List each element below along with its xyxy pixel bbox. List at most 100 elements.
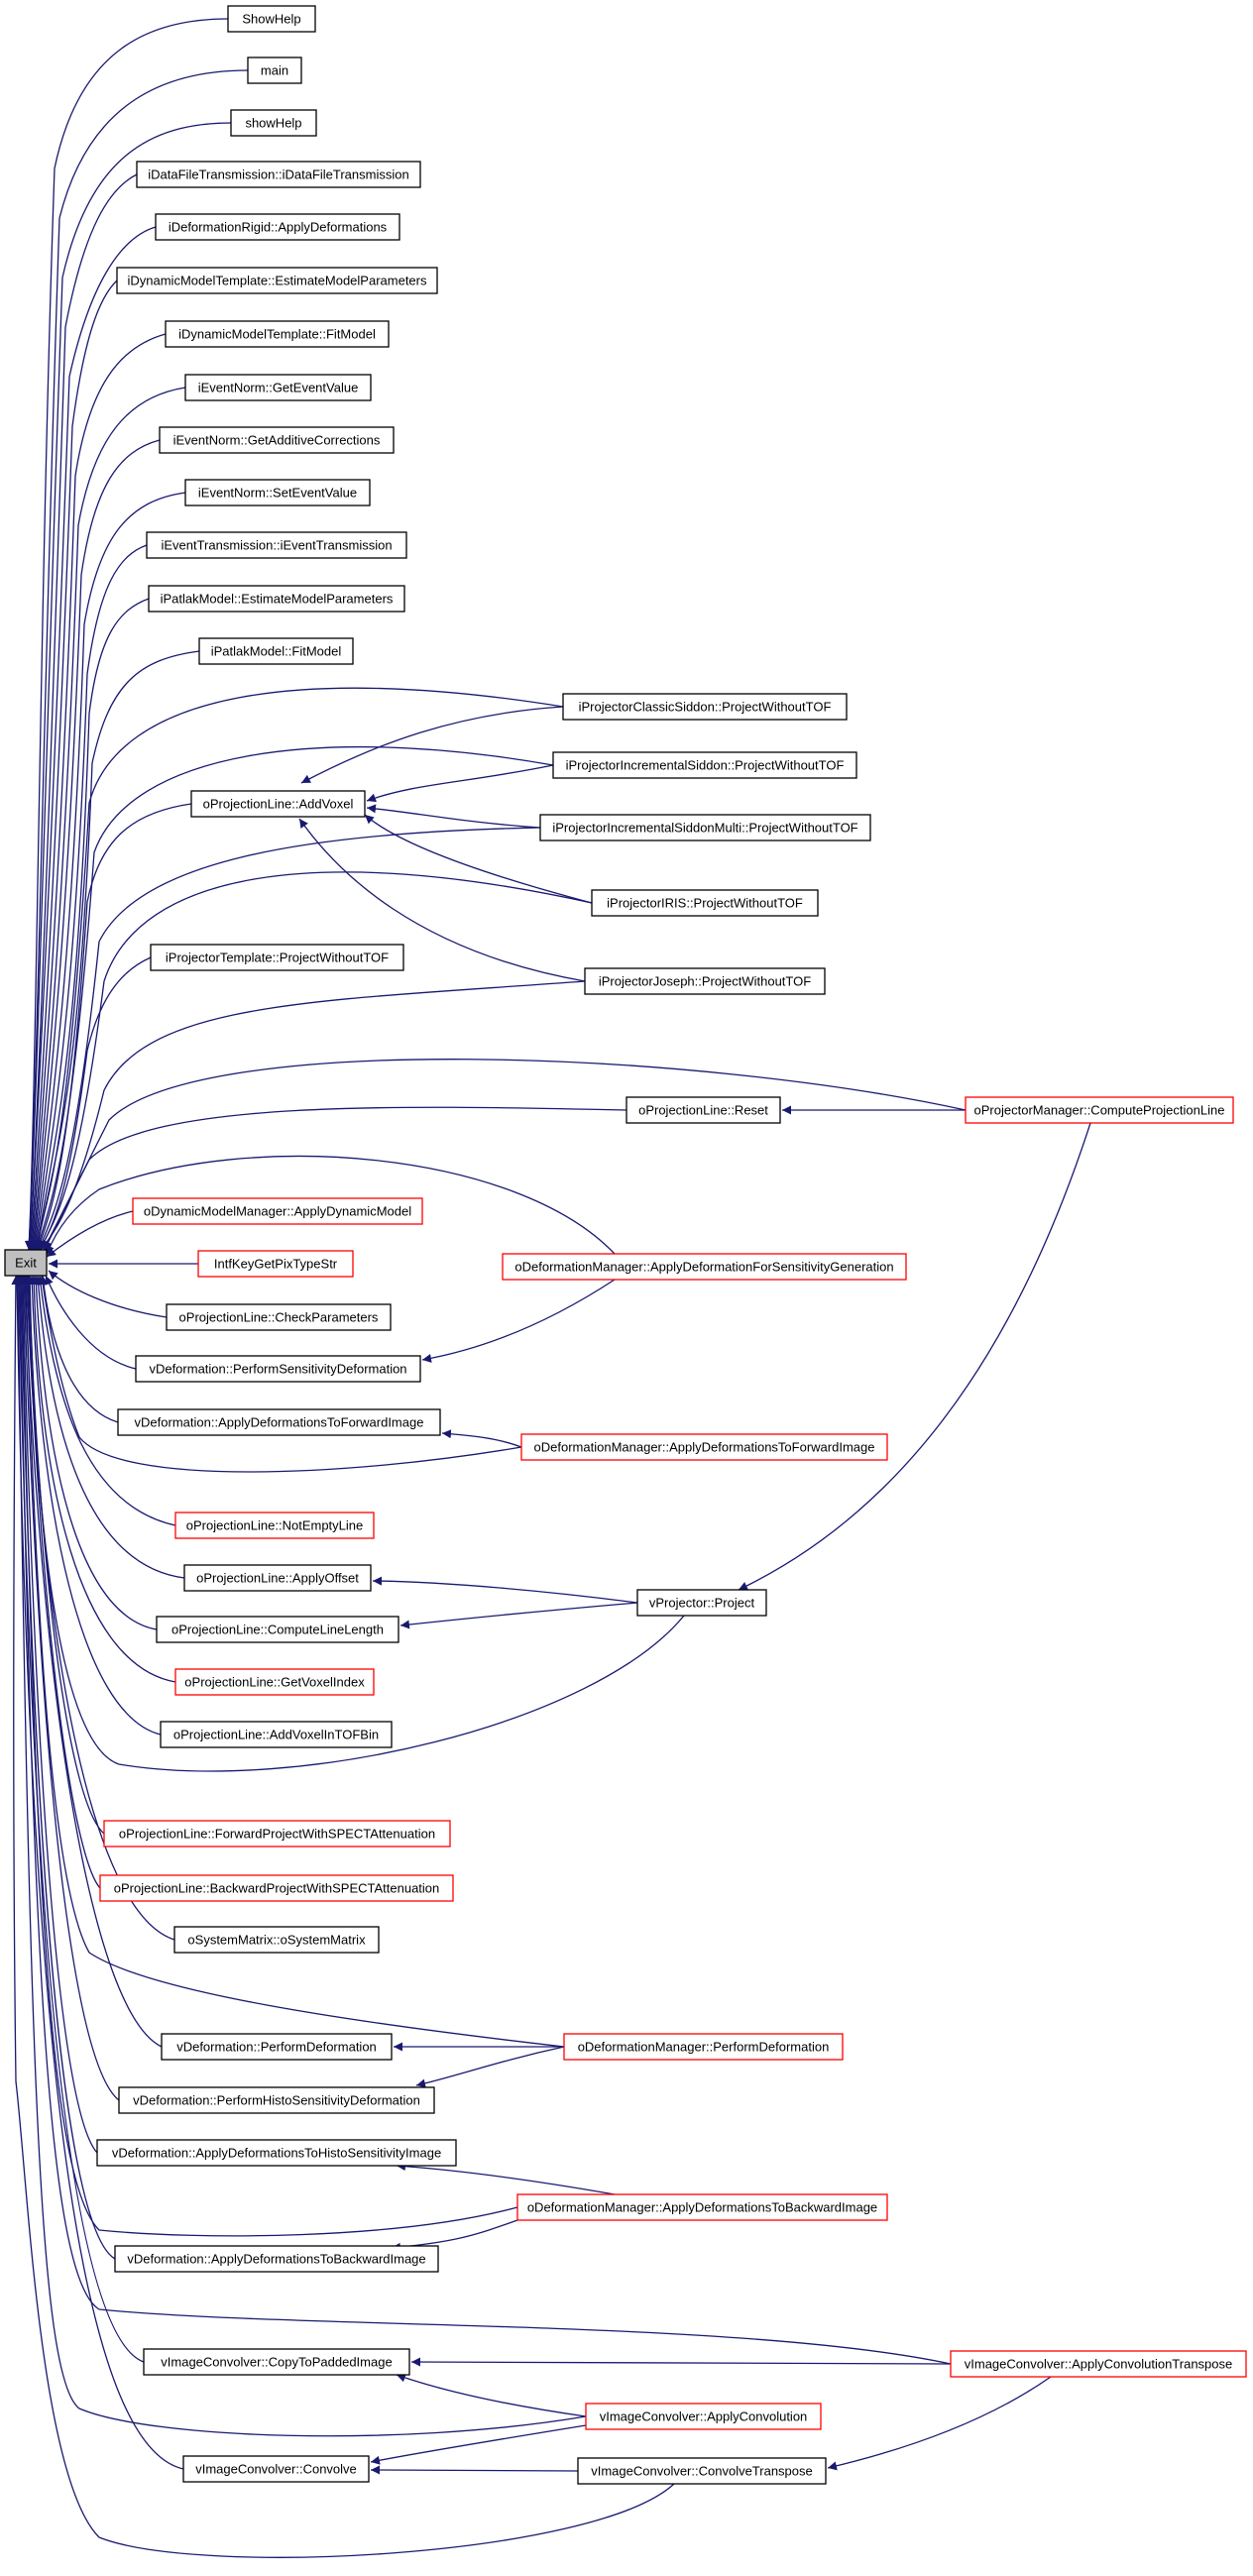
node-box xyxy=(585,2403,822,2430)
edge-n6-to-root xyxy=(27,280,118,1251)
graph-node[interactable]: iDataFileTransmission::iDataFileTransmis… xyxy=(136,161,421,188)
graph-node[interactable]: oSystemMatrix::oSystemMatrix xyxy=(173,1926,380,1954)
edge-n47-to-n48 xyxy=(370,2424,587,2465)
graph-node[interactable]: iProjectorIncrementalSiddonMulti::Projec… xyxy=(539,814,871,841)
graph-node[interactable]: oDeformationManager::ApplyDeformationFor… xyxy=(502,1253,907,1281)
edge-n28-to-root xyxy=(39,1275,119,1423)
graph-node[interactable]: oDeformationManager::ApplyDeformationsTo… xyxy=(516,2193,888,2221)
node-label: iDataFileTransmission::iDataFileTransmis… xyxy=(148,168,408,182)
graph-node[interactable]: IntfKeyGetPixTypeStr xyxy=(197,1250,354,1278)
node-box xyxy=(4,1249,48,1277)
graph-node[interactable]: oProjectionLine::BackwardProjectWithSPEC… xyxy=(99,1874,454,1902)
node-box xyxy=(591,889,819,917)
graph-node[interactable]: iEventNorm::GetEventValue xyxy=(184,374,372,401)
graph-node[interactable]: vProjector::Project xyxy=(636,1589,767,1617)
graph-node[interactable]: ShowHelp xyxy=(227,5,316,33)
node-label: main xyxy=(261,63,288,78)
graph-node[interactable]: vImageConvolver::ApplyConvolutionTranspo… xyxy=(950,2350,1247,2378)
graph-node[interactable]: oProjectorManager::ComputeProjectionLine xyxy=(965,1096,1234,1124)
edge-n47-to-root xyxy=(13,1275,587,2437)
node-label: oDynamicModelManager::ApplyDynamicModel xyxy=(144,1204,411,1219)
edge-n25-to-n27 xyxy=(421,1279,616,1363)
edge-n31-to-root xyxy=(34,1275,185,1579)
graph-node[interactable]: iPatlakModel::EstimateModelParameters xyxy=(148,585,405,613)
graph-node[interactable]: iEventNorm::GetAdditiveCorrections xyxy=(159,426,395,454)
node-label: iDynamicModelTemplate::FitModel xyxy=(178,327,376,342)
node-box xyxy=(636,1589,767,1617)
graph-node[interactable]: vImageConvolver::ConvolveTranspose xyxy=(577,2457,827,2485)
graph-node[interactable]: main xyxy=(247,56,302,84)
graph-node[interactable]: vDeformation::PerformHistoSensitivityDef… xyxy=(118,2086,435,2114)
root-node[interactable]: Exit xyxy=(4,1249,48,1277)
node-box xyxy=(174,1668,375,1696)
node-label: vImageConvolver::ApplyConvolution xyxy=(600,2409,808,2424)
graph-node[interactable]: oProjectionLine::NotEmptyLine xyxy=(174,1512,375,1539)
graph-node[interactable]: oProjectionLine::CheckParameters xyxy=(166,1303,392,1331)
node-label: iEventNorm::GetAdditiveCorrections xyxy=(173,433,381,448)
node-label: vImageConvolver::ApplyConvolutionTranspo… xyxy=(965,2357,1233,2372)
edge-n8-to-root xyxy=(29,387,186,1251)
node-label: vDeformation::ApplyDeformationsToForward… xyxy=(135,1415,424,1430)
graph-node[interactable]: oDeformationManager::PerformDeformation xyxy=(563,2033,844,2061)
node-box xyxy=(502,1253,907,1281)
node-label: vDeformation::ApplyDeformationsToBackwar… xyxy=(127,2252,425,2267)
edge-n44-to-root xyxy=(16,1275,116,2260)
node-box xyxy=(184,374,372,401)
node-label: oDeformationManager::ApplyDeformationsTo… xyxy=(534,1440,875,1455)
graph-node[interactable]: vImageConvolver::ApplyConvolution xyxy=(585,2403,822,2430)
node-label: oProjectionLine::CheckParameters xyxy=(179,1310,379,1325)
graph-node[interactable]: iEventTransmission::iEventTransmission xyxy=(146,531,407,559)
edge-n18-to-root xyxy=(39,871,593,1251)
edge-n27-to-root xyxy=(45,1275,137,1370)
edge-n43-to-n44 xyxy=(391,2219,518,2252)
node-label: vDeformation::PerformSensitivityDeformat… xyxy=(149,1362,406,1377)
node-label: oProjectionLine::GetVoxelIndex xyxy=(184,1675,365,1690)
graph-node[interactable]: vDeformation::PerformDeformation xyxy=(161,2033,393,2061)
node-box xyxy=(159,426,395,454)
graph-node[interactable]: iProjectorJoseph::ProjectWithoutTOF xyxy=(584,967,826,995)
node-box xyxy=(184,479,371,506)
graph-node[interactable]: oProjectionLine::AddVoxelInTOFBin xyxy=(160,1721,393,1748)
node-label: vImageConvolver::ConvolveTranspose xyxy=(591,2464,813,2479)
graph-node[interactable]: vDeformation::ApplyDeformationsToForward… xyxy=(117,1408,441,1436)
graph-node[interactable]: iProjectorIRIS::ProjectWithoutTOF xyxy=(591,889,819,917)
graph-node[interactable]: iDynamicModelTemplate::EstimateModelPara… xyxy=(116,267,438,294)
graph-node[interactable]: iPatlakModel::FitModel xyxy=(198,637,354,665)
graph-node[interactable]: oDeformationManager::ApplyDeformationsTo… xyxy=(520,1433,888,1461)
graph-node[interactable]: iProjectorClassicSiddon::ProjectWithoutT… xyxy=(562,693,848,721)
node-label: oProjectionLine::AddVoxelInTOFBin xyxy=(173,1728,379,1742)
graph-node[interactable]: oProjectionLine::ComputeLineLength xyxy=(156,1616,399,1643)
graph-node[interactable]: oProjectionLine::ApplyOffset xyxy=(183,1564,372,1592)
node-box xyxy=(148,585,405,613)
edge-n29-to-root xyxy=(38,1275,522,1473)
graph-node[interactable]: oProjectionLine::ForwardProjectWithSPECT… xyxy=(103,1820,451,1848)
graph-node[interactable]: vDeformation::ApplyDeformationsToBackwar… xyxy=(114,2245,439,2273)
graph-node[interactable]: vDeformation::ApplyDeformationsToHistoSe… xyxy=(96,2139,457,2167)
node-label: iEventNorm::GetEventValue xyxy=(198,381,359,395)
graph-node[interactable]: iProjectorTemplate::ProjectWithoutTOF xyxy=(150,944,404,971)
graph-node[interactable]: vImageConvolver::CopyToPaddedImage xyxy=(143,2348,410,2376)
node-label: iPatlakModel::FitModel xyxy=(211,644,342,659)
graph-node[interactable]: oProjectionLine::AddVoxel xyxy=(190,790,366,818)
node-box xyxy=(197,1250,354,1278)
node-box xyxy=(516,2193,888,2221)
node-box xyxy=(584,967,826,995)
graph-node[interactable]: oDynamicModelManager::ApplyDynamicModel xyxy=(132,1197,423,1225)
graph-node[interactable]: iProjectorIncrementalSiddon::ProjectWith… xyxy=(552,751,857,779)
edge-n20-to-root xyxy=(40,980,586,1251)
graph-node[interactable]: vImageConvolver::Convolve xyxy=(182,2455,370,2483)
node-label: iEventTransmission::iEventTransmission xyxy=(161,538,392,553)
node-label: vDeformation::ApplyDeformationsToHistoSe… xyxy=(112,2146,441,2161)
graph-node[interactable]: iDynamicModelTemplate::FitModel xyxy=(165,320,390,348)
node-box xyxy=(136,161,421,188)
graph-node[interactable]: showHelp xyxy=(230,109,317,137)
graph-node[interactable]: iEventNorm::SetEventValue xyxy=(184,479,371,506)
graph-node[interactable]: vDeformation::PerformSensitivityDeformat… xyxy=(135,1355,421,1383)
edge-n10-to-root xyxy=(31,492,186,1251)
edge-n40-to-n41 xyxy=(415,2046,565,2088)
graph-node[interactable]: iDeformationRigid::ApplyDeformations xyxy=(155,213,400,241)
edge-n46-to-n49 xyxy=(827,2376,1052,2471)
graph-node[interactable]: oProjectionLine::GetVoxelIndex xyxy=(174,1668,375,1696)
edge-n19-to-root xyxy=(39,956,152,1251)
graph-node[interactable]: oProjectionLine::Reset xyxy=(626,1096,781,1124)
